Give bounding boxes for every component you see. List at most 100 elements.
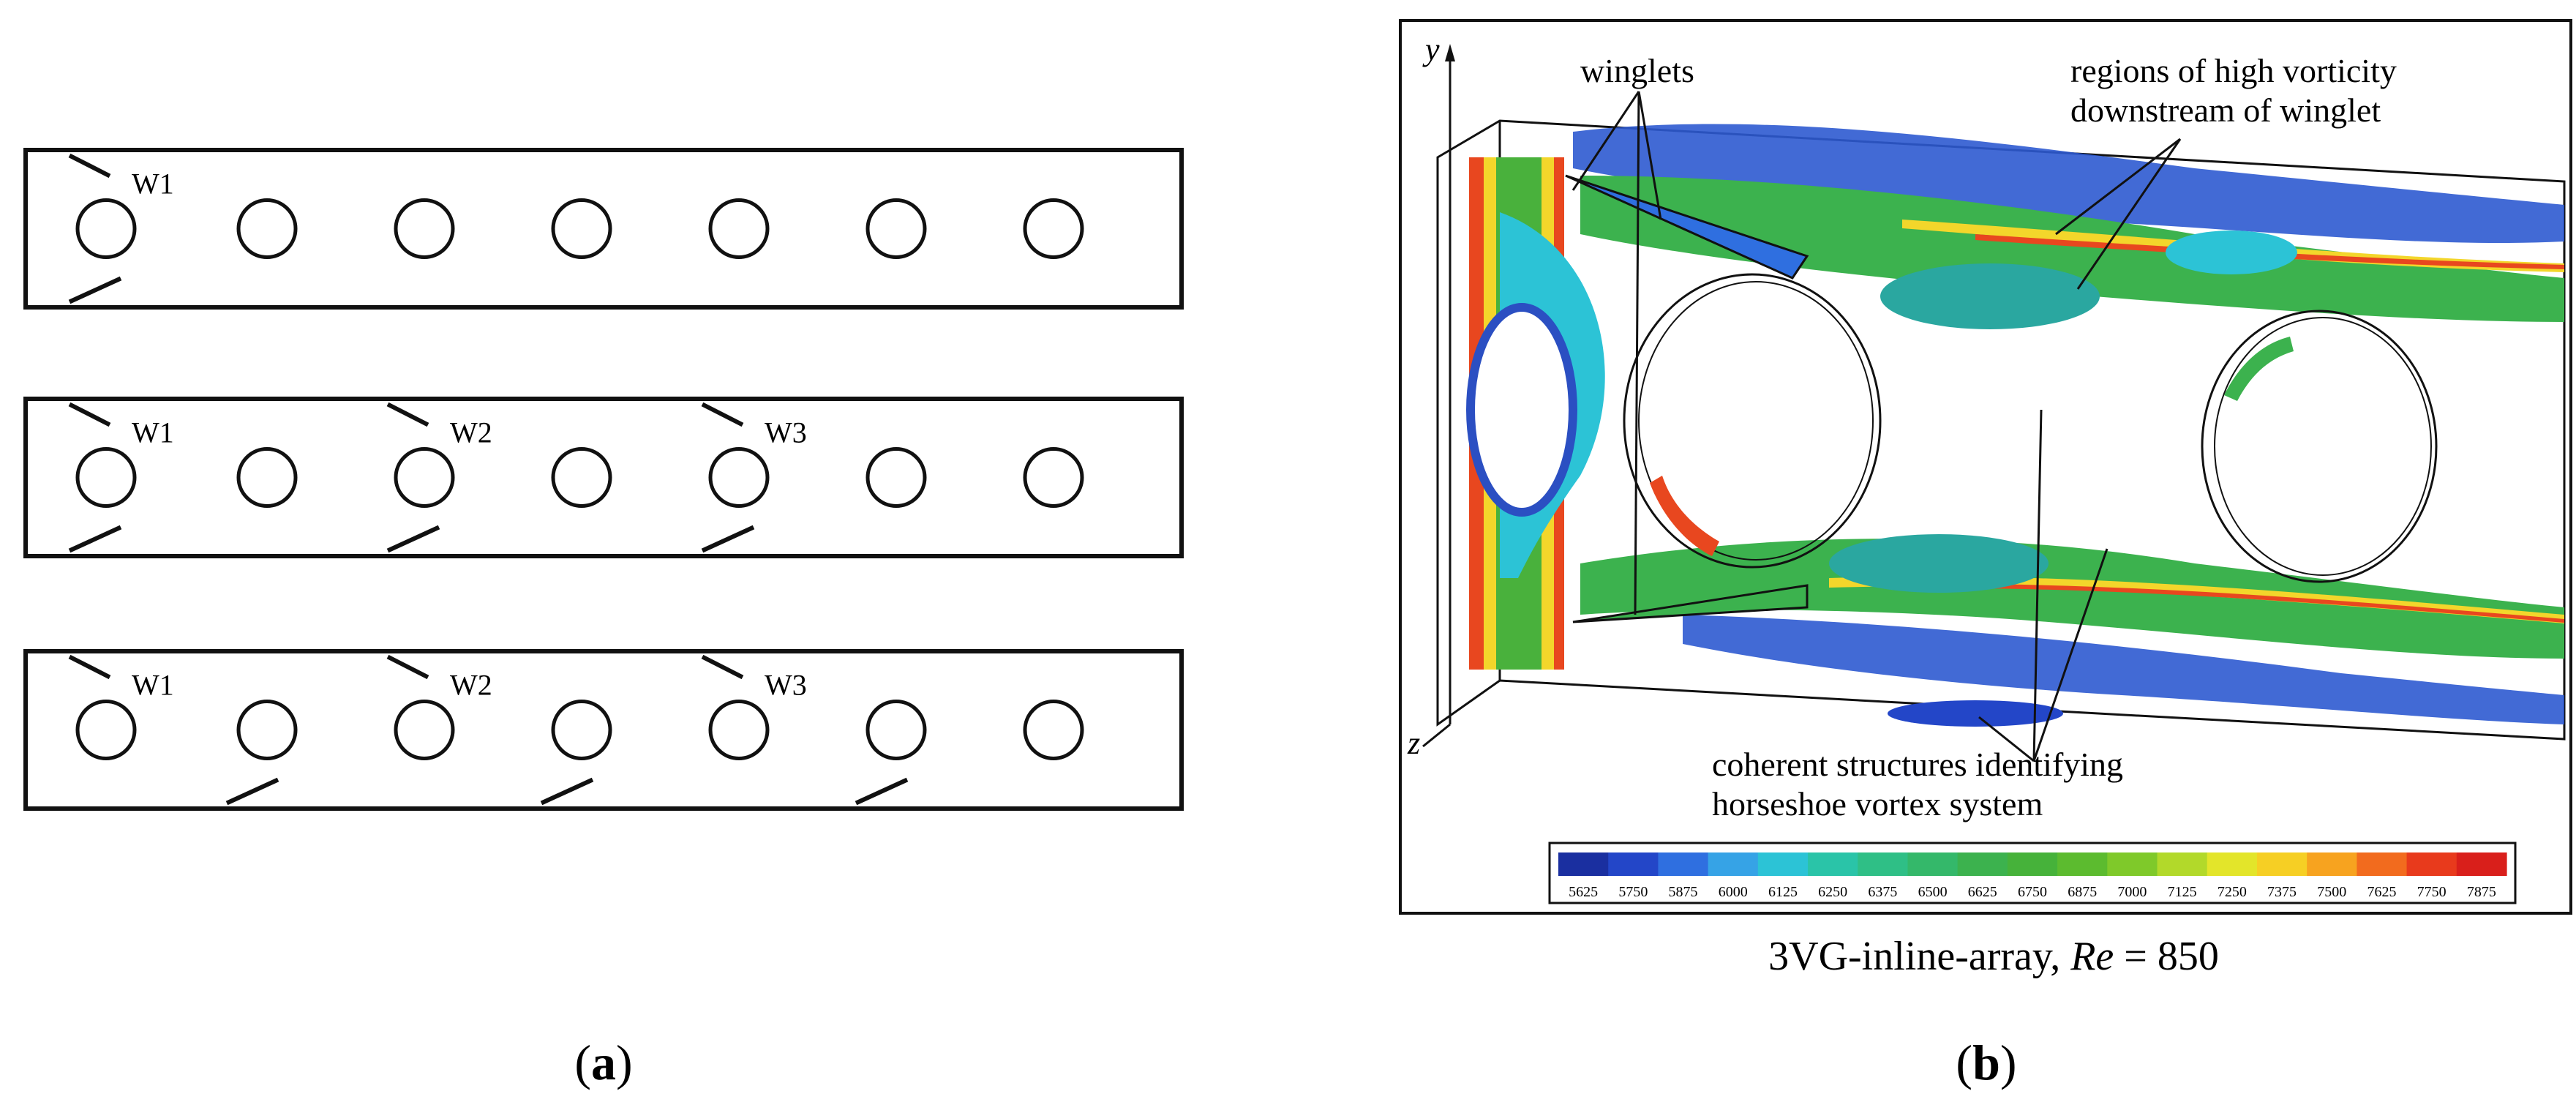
coherent-arrow-3 — [1978, 716, 2035, 762]
tube-circle — [551, 447, 612, 508]
colorbar-swatch — [2456, 852, 2507, 876]
tube-circle — [708, 198, 770, 259]
colorbar-tick-label: 7750 — [2417, 884, 2447, 900]
colorbar-tick-label: 6750 — [2018, 884, 2047, 900]
colorbar-swatch — [1907, 852, 1959, 876]
tube-circle — [551, 700, 612, 760]
y-axis-arrow — [1445, 44, 1455, 61]
tube-circle — [236, 700, 298, 760]
upper-wake-red — [1975, 234, 2564, 269]
horseshoe-vortex-patch — [1888, 700, 2063, 727]
winglets-arrow-2 — [1637, 91, 1662, 220]
annotation-arrows — [1571, 91, 2182, 762]
colorbar-swatch — [1558, 852, 1609, 876]
colorbar-swatch — [2406, 852, 2457, 876]
colorbar-tick-label: 7375 — [2267, 884, 2297, 900]
caption-suffix: = 850 — [2114, 934, 2219, 979]
colorbar-swatch — [2057, 852, 2108, 876]
colorbar-tick-label: 6125 — [1768, 884, 1798, 900]
winglet-top — [701, 402, 744, 427]
winglet-bottom — [68, 525, 122, 553]
channel-outline — [23, 397, 1184, 558]
colorbar-tick-label: 6375 — [1868, 884, 1897, 900]
winglet-label: W1 — [132, 168, 174, 201]
colorbar-tick-label: 7500 — [2317, 884, 2346, 900]
upper-wake-core — [1880, 263, 2100, 329]
caption-re: Re — [2070, 934, 2114, 979]
channel-row-1: W1 — [23, 148, 1184, 310]
coherent-annotation-line1: coherent structures identifying — [1712, 746, 2123, 783]
axes-indicator: y z — [1407, 31, 1455, 761]
colorbar-tick-label: 6875 — [2068, 884, 2097, 900]
panel-a-letter: a — [591, 1035, 616, 1090]
tube-circle — [865, 447, 927, 508]
channel-outline — [23, 649, 1184, 811]
colorbar-swatch — [2256, 852, 2307, 876]
tube-second-surface-vorticity — [2224, 337, 2294, 401]
colorbar-swatch — [2107, 852, 2158, 876]
colorbar-tick-label: 6000 — [1719, 884, 1748, 900]
tube-circle — [708, 700, 770, 760]
colorbar-tick-label: 5625 — [1569, 884, 1598, 900]
winglet-bottom — [855, 777, 909, 806]
colorbar-swatch — [1808, 852, 1858, 876]
tube-first-surface-vorticity — [1650, 476, 1719, 556]
colorbar-swatch — [1658, 852, 1709, 876]
panel-a-label: (a) — [574, 1035, 632, 1090]
channel-outline — [23, 148, 1184, 310]
winglet-top — [386, 402, 429, 427]
tube-circle — [75, 198, 137, 259]
colorbar-tick-label: 7250 — [2218, 884, 2247, 900]
winglets-arrow-3 — [1634, 91, 1640, 615]
colorbar-tick-label: 6250 — [1818, 884, 1847, 900]
winglet-label: W1 — [132, 669, 174, 702]
winglet-label: W3 — [765, 669, 807, 702]
coherent-arrow-1 — [2032, 409, 2043, 762]
winglets-annotation: winglets — [1580, 52, 1694, 89]
winglet-bottom — [540, 777, 594, 806]
lower-winglet — [1572, 584, 1809, 623]
upper-wake-green — [1580, 176, 2564, 322]
colorbar-tick-label: 6500 — [1918, 884, 1948, 900]
vorticity-arrow-2 — [2076, 138, 2182, 290]
tube-circle — [75, 700, 137, 760]
caption-prefix: 3VG-inline-array, — [1768, 934, 2070, 979]
coherent-arrow-2 — [2032, 548, 2109, 762]
winglet-label: W1 — [132, 416, 174, 449]
tube-first-inner — [1638, 281, 1874, 561]
winglet-top — [701, 654, 744, 680]
colorbar-tick-label: 5875 — [1669, 884, 1698, 900]
inlet-stagnation-region — [1466, 303, 1577, 517]
panel-b-letter: b — [1972, 1035, 2000, 1090]
upper-wake-patch — [2166, 231, 2297, 274]
colorbar-swatch — [1757, 852, 1809, 876]
vorticity-arrow-1 — [2055, 138, 2181, 236]
tube-circle — [394, 447, 455, 508]
colorbar-swatch — [2207, 852, 2258, 876]
y-axis-label: y — [1422, 31, 1440, 67]
tube-circle — [1023, 198, 1084, 259]
lower-wake-blue — [1683, 615, 2564, 724]
colorbar-swatch — [2307, 852, 2357, 876]
lower-wake-green — [1580, 539, 2564, 659]
colorbar-swatch — [2357, 852, 2408, 876]
colorbar-tick-label: 7000 — [2117, 884, 2147, 900]
winglet-bottom — [386, 525, 440, 553]
tube-second — [2201, 310, 2438, 583]
upper-winglet — [1565, 174, 1809, 280]
colorbar-swatch — [2007, 852, 2058, 876]
winglet-bottom — [701, 525, 755, 553]
colorbar-tick-label: 7125 — [2168, 884, 2197, 900]
vorticity-annotation-line2: downstream of winglet — [2070, 91, 2381, 129]
panel-b-vorticity-plot: y z winglets regions of high vorticity d… — [1399, 19, 2572, 1090]
tube-circle — [394, 198, 455, 259]
colorbar-swatches — [1558, 852, 2507, 876]
winglet-bottom — [68, 276, 122, 304]
colorbar-swatch — [1708, 852, 1759, 876]
colorbar-swatch — [1608, 852, 1659, 876]
winglet-label: W2 — [450, 416, 492, 449]
